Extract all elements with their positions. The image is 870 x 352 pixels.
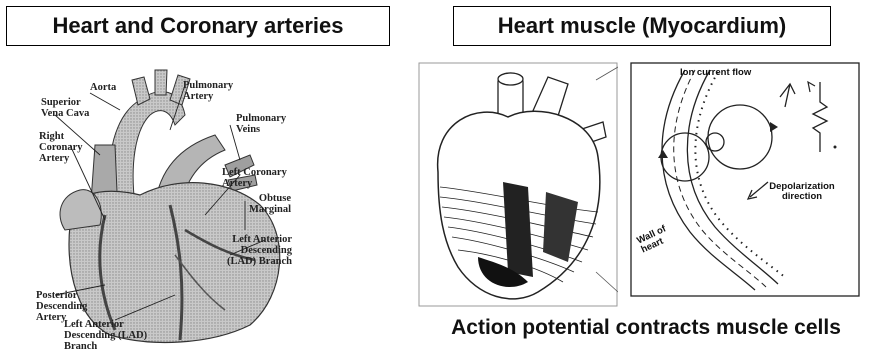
- myocardium-heart-drawing: [418, 62, 618, 307]
- lad-bottom-label: Left Anterior Descending (LAD) Branch: [64, 319, 174, 352]
- right-coronary-artery-label: Right Coronary Artery: [39, 131, 107, 164]
- pulmonary-artery-label: Pulmonary Artery: [183, 80, 243, 102]
- depolarization-detail-diagram: [630, 62, 860, 297]
- pulmonary-veins-label: Pulmonary Veins: [236, 113, 296, 135]
- depolarization-direction-label: Depolarization direction: [762, 182, 842, 202]
- lad-branch-label: Left Anterior Descending (LAD) Branch: [212, 234, 292, 267]
- myocardium-title: Heart muscle (Myocardium): [453, 6, 831, 46]
- obtuse-marginal-label: Obtuse Marginal: [236, 193, 291, 215]
- aorta-label: Aorta: [90, 82, 116, 93]
- heart-coronary-title: Heart and Coronary arteries: [6, 6, 390, 46]
- ion-current-flow-label: Ion current flow: [680, 68, 751, 78]
- superior-vena-cava-label: Superior Vena Cava: [41, 97, 96, 119]
- left-coronary-artery-label: Left Coronary Artery: [222, 167, 292, 189]
- caption: Action potential contracts muscle cells: [426, 316, 866, 340]
